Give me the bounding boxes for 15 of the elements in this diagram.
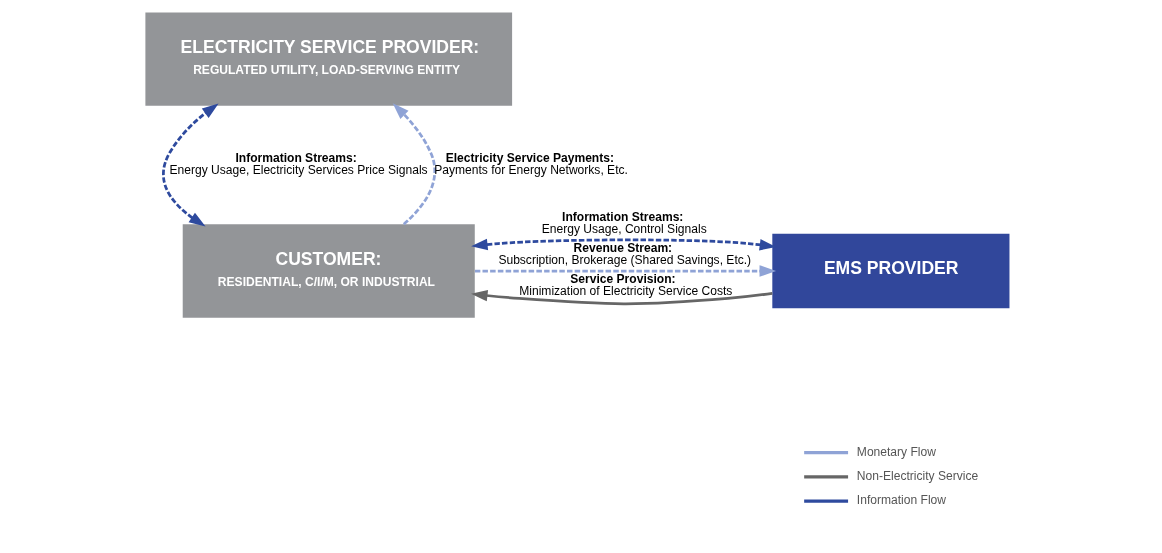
arrow: [475, 265, 777, 277]
legend-label: Non-Electricity Service: [856, 468, 979, 483]
legend-label: Monetary Flow: [856, 444, 936, 459]
arrow: [392, 103, 437, 226]
node-box: EMS PROVIDER: [772, 233, 1010, 309]
arrow: [471, 289, 773, 306]
node-box: CUSTOMER: RESIDENTIAL, C/I/M, OR INDUSTRIAL: [182, 224, 475, 318]
edge-label: Service Provision: Minimization of Electricity Service Costs: [519, 271, 733, 298]
legend-label: Information Flow: [856, 493, 947, 508]
edge-label: Information Streams: Energy Usage, Control Signals: [541, 210, 707, 237]
edge-label: Information Streams: Energy Usage, Electricity Services Price Signals: [169, 150, 428, 177]
arrow: [162, 103, 219, 227]
edge-label: Revenue Stream: Subscription, Brokerage (Shared Savings, Etc.): [498, 241, 752, 268]
node-box: ELECTRICITY SERVICE PROVIDER: REGULATED UTILITY, LOAD-SERVING ENTITY: [145, 12, 513, 106]
edge-label: Electricity Service Payments: Payments for Energy Networks, Etc.: [434, 150, 628, 177]
